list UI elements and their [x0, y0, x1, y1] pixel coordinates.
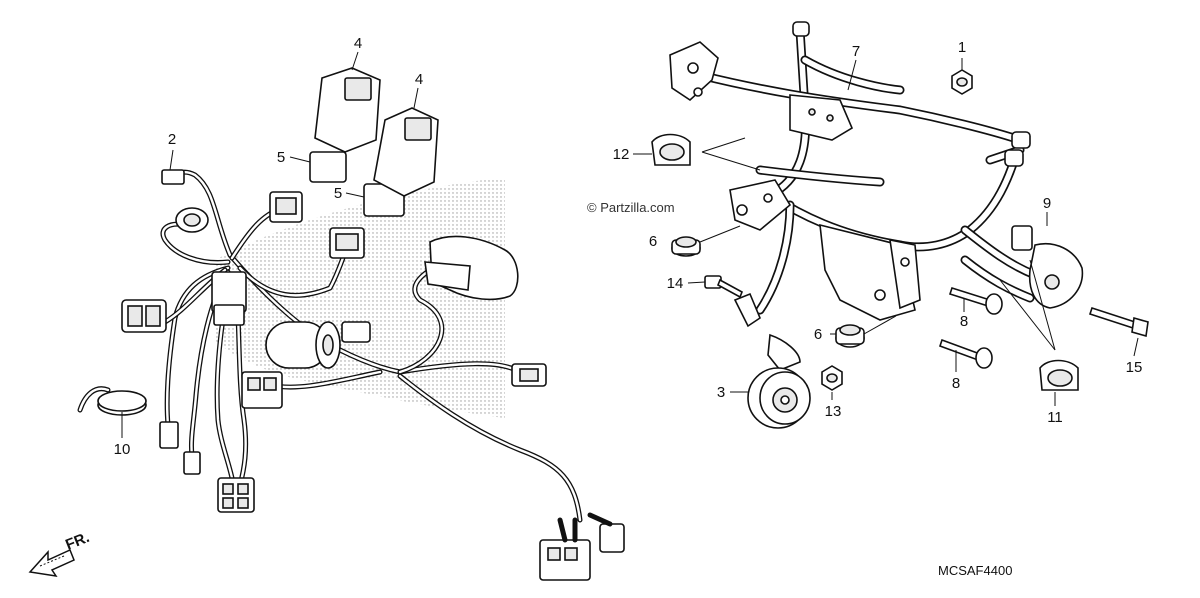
callout-14: 14 [667, 275, 684, 292]
harness-clip [651, 133, 691, 166]
direction-label: FR. [63, 529, 92, 554]
callout-1: 1 [958, 39, 966, 56]
callout-labels: 1 2 3 4 4 5 5 6 6 7 8 8 9 10 11 12 13 14… [114, 35, 1143, 458]
nut [951, 69, 973, 95]
wire-harness [121, 67, 625, 581]
horn [747, 367, 811, 429]
callout-11: 11 [1047, 409, 1063, 426]
callout-10: 10 [114, 441, 131, 458]
front-direction-arrow-icon [28, 548, 75, 578]
callout-6: 6 [814, 326, 822, 343]
callout-7: 7 [852, 43, 860, 60]
cable-tie [77, 386, 147, 416]
callout-4: 4 [354, 35, 362, 52]
front-stay-frame [669, 21, 1084, 371]
callout-12: 12 [613, 146, 630, 163]
watermark: © Partzilla.com [587, 200, 675, 215]
callout-3: 3 [717, 384, 725, 401]
callout-9: 9 [1043, 195, 1051, 212]
flange-bolt [1088, 306, 1149, 338]
callout-8: 8 [960, 313, 968, 330]
rubber-grommets [671, 236, 865, 348]
leader-lines [121, 51, 1139, 438]
drawing-code: MCSAF4400 [938, 563, 1012, 578]
bolt [704, 275, 744, 299]
callout-13: 13 [825, 403, 842, 420]
callout-5: 5 [277, 149, 285, 166]
callout-15: 15 [1126, 359, 1143, 376]
callout-5: 5 [334, 185, 342, 202]
callout-4: 4 [415, 71, 423, 88]
callout-2: 2 [168, 131, 176, 148]
flange-nut [821, 365, 843, 391]
long-bolts [938, 287, 1003, 369]
callout-6: 6 [649, 233, 657, 250]
callout-8: 8 [952, 375, 960, 392]
harness-clip [1039, 359, 1079, 391]
